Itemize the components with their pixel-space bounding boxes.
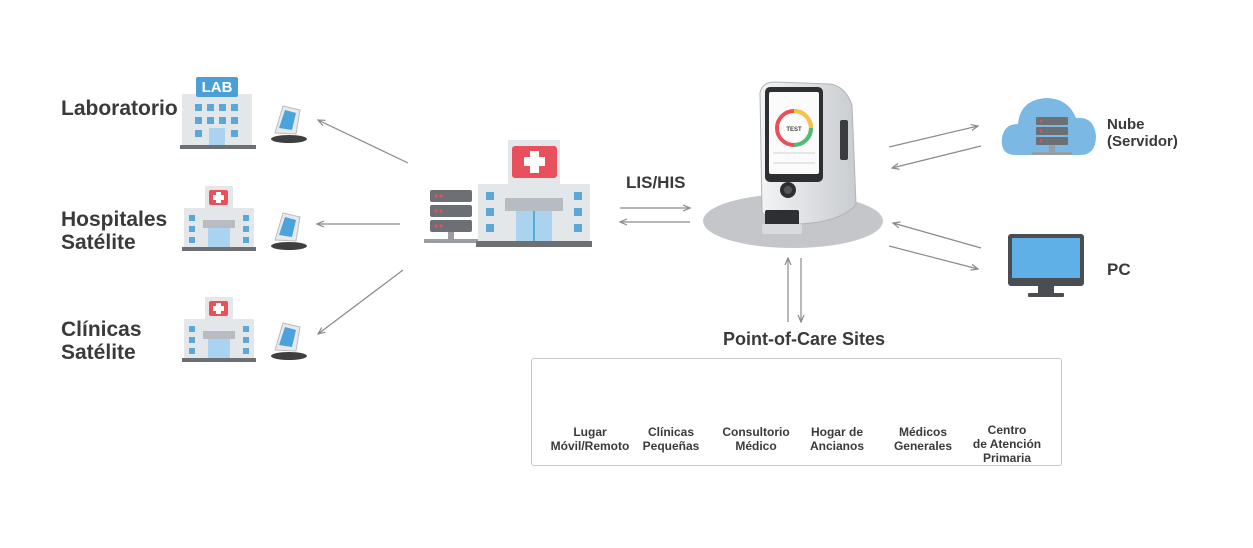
site-label-centro: Centro de Atención Primaria: [965, 423, 1049, 465]
site-label-centro-line2: de Atención: [972, 436, 1042, 451]
label-clinicas-line1: Clínicas: [61, 318, 142, 341]
site-label-hogar: Hogar de Ancianos: [797, 425, 877, 454]
arrow-device-to-pc: [888, 245, 978, 269]
label-hospitales-line2: Satélite: [61, 231, 136, 254]
arrow-cloud-to-device: [892, 145, 982, 168]
site-label-medicos-line1: Médicos: [898, 425, 947, 439]
cloud-server-icon: [1001, 98, 1096, 155]
clinic-analyzer-icon: [271, 322, 307, 360]
hospital-analyzer-icon: [271, 212, 307, 250]
site-label-centro-line1: Centro: [987, 423, 1027, 437]
server-rack-icon: [424, 190, 480, 243]
site-label-hogar-line2: Ancianos: [809, 438, 864, 453]
hospital-building-icon: [182, 186, 256, 251]
lab-building-icon: [180, 77, 256, 149]
label-poc-title: Point-of-Care Sites: [723, 329, 886, 349]
site-label-clinicas: Clínicas Pequeñas: [631, 425, 711, 454]
device-test-text: TEST: [786, 127, 802, 133]
lab-sign-text: LAB: [202, 79, 233, 96]
pc-monitor-icon: [1008, 234, 1084, 297]
label-nube-line1: Nube: [1107, 116, 1145, 133]
arrow-to-lab: [318, 120, 409, 164]
label-lis-his: LIS/HIS: [626, 173, 686, 192]
site-label-lugar-line1: Lugar: [573, 425, 607, 439]
label-nube-line2: (Servidor): [1107, 133, 1178, 150]
label-laboratorio: Laboratorio: [61, 97, 178, 120]
arrow-to-clinics: [318, 269, 404, 334]
lab-analyzer-icon: [271, 105, 307, 143]
site-label-lugar: Lugar Móvil/Remoto: [546, 425, 634, 454]
arrow-pc-to-device: [893, 223, 982, 249]
clinic-building-icon: [182, 297, 256, 362]
site-label-clinicas-line1: Clínicas: [647, 425, 695, 439]
site-label-clinicas-line2: Pequeñas: [642, 438, 700, 453]
label-pc: PC: [1107, 260, 1131, 279]
site-label-medicos: Médicos Generales: [883, 425, 963, 454]
poc-sites-box: [531, 358, 1062, 466]
label-hospitales-line1: Hospitales: [61, 208, 168, 231]
site-label-consultorio-line2: Médico: [735, 438, 777, 453]
arrow-device-to-cloud: [888, 126, 978, 148]
site-label-lugar-line2: Móvil/Remoto: [550, 438, 630, 453]
site-label-centro-line3: Primaria: [982, 450, 1032, 465]
site-label-consultorio-line1: Consultorio: [722, 425, 790, 439]
label-clinicas-line2: Satélite: [61, 341, 136, 364]
poc-analyzer-device: [703, 81, 883, 248]
site-label-medicos-line2: Generales: [893, 438, 953, 453]
site-label-consultorio: Consultorio Médico: [716, 425, 796, 454]
site-label-hogar-line1: Hogar de: [810, 425, 863, 439]
central-hospital-icon: [476, 140, 592, 247]
